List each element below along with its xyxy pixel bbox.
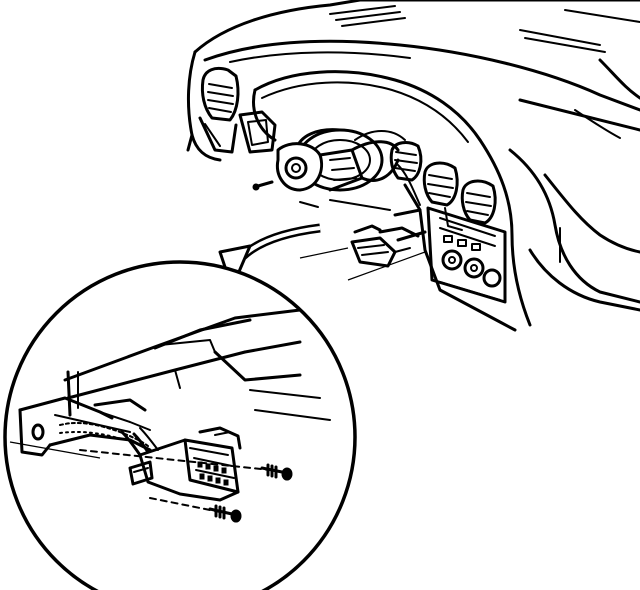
instrument-panel bbox=[186, 0, 640, 332]
data-link-connector-detail bbox=[120, 426, 242, 502]
mounting-bolt-right bbox=[79, 449, 293, 481]
center-air-vents bbox=[389, 141, 497, 225]
left-air-vent bbox=[198, 66, 240, 154]
mounting-bolt bbox=[252, 180, 274, 191]
defroster-grille bbox=[329, 5, 640, 53]
mounting-bolt-bottom bbox=[149, 497, 242, 523]
detail-view-circle bbox=[3, 260, 357, 590]
hvac-control-panel bbox=[426, 206, 507, 304]
ignition-switch-assembly bbox=[275, 140, 400, 192]
dlc-mounting-bracket bbox=[18, 396, 152, 457]
connector-pins bbox=[197, 461, 229, 486]
data-link-connector bbox=[350, 224, 427, 268]
curved-arrow bbox=[218, 223, 321, 290]
